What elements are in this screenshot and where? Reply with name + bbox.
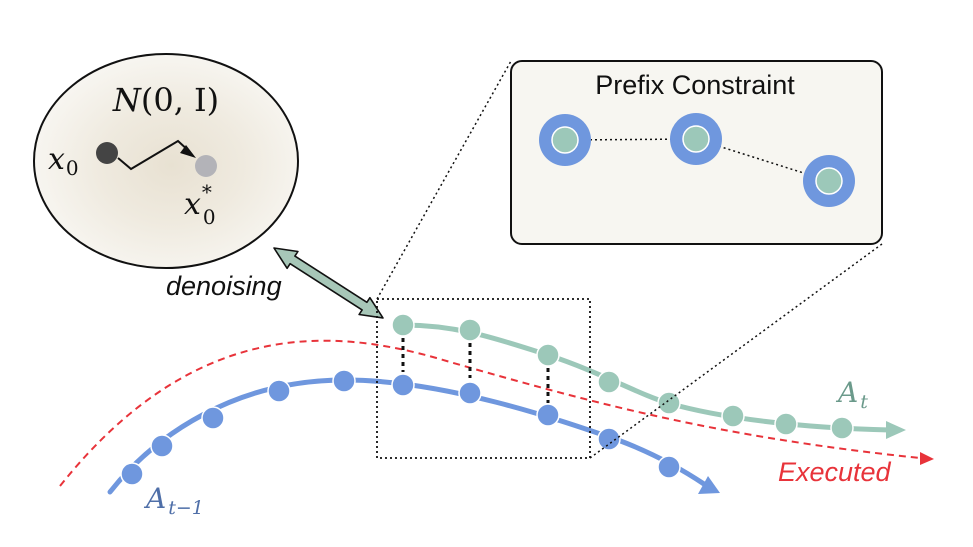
- prefix-node-inner: [682, 125, 710, 153]
- noise-ellipse: [33, 53, 299, 269]
- x0-star-label: x*0: [184, 180, 216, 229]
- a-t-point: [458, 318, 482, 342]
- x0-dot: [96, 142, 118, 164]
- a-t-minus-1-point: [458, 381, 482, 405]
- executed-label: Executed: [778, 457, 892, 487]
- a-t-minus-1-point: [150, 434, 174, 458]
- a-t-minus-1-point: [536, 403, 560, 427]
- a-t-minus-1-point: [657, 455, 681, 479]
- prefix-region-box: [376, 298, 591, 459]
- a-t-minus-1-point: [391, 373, 415, 397]
- a-t-point: [536, 343, 560, 367]
- a-t-point: [774, 412, 798, 436]
- a-t-point: [657, 391, 681, 415]
- prefix-node-inner: [551, 126, 579, 154]
- zoom-line-right: [589, 243, 883, 459]
- a-t-minus-1-curve: [107, 377, 707, 495]
- denoising-arrow: denoising: [166, 247, 384, 319]
- a-t-point: [597, 370, 621, 394]
- a-t-minus-1-point: [597, 427, 621, 451]
- a-t-minus-1-point: [120, 462, 144, 486]
- executed-curve: [59, 339, 921, 487]
- prefix-node: [539, 114, 591, 166]
- noise-panel: N(0, I) x0 x*0: [33, 53, 299, 269]
- x0-star-dot: [195, 155, 217, 177]
- a-t-points: [391, 313, 854, 440]
- a-t-arrowhead: [886, 421, 906, 439]
- a-t-minus-1-point: [267, 379, 291, 403]
- executed-arrowhead: [920, 452, 934, 465]
- denoise-path-arrowhead: [180, 145, 196, 158]
- prefix-constraint-panel: Prefix Constraint: [510, 60, 883, 245]
- denoising-label: denoising: [166, 271, 282, 301]
- a-t-point: [391, 313, 415, 337]
- zoom-line-left: [376, 60, 512, 300]
- prefix-node: [670, 113, 722, 165]
- a-t-minus-1-arrowhead: [698, 476, 720, 494]
- x0-label: x0: [48, 142, 79, 180]
- denoising-double-arrow: [273, 247, 384, 319]
- a-t-curve: [400, 322, 893, 433]
- prefix-correspondence-lines: [401, 338, 550, 403]
- a-t-minus-1-points: [120, 369, 681, 486]
- prefix-constraint-title: Prefix Constraint: [595, 70, 795, 100]
- a-t-minus-1-point: [201, 406, 225, 430]
- prefix-node-inner: [815, 167, 843, 195]
- a-t-minus-1-point: [332, 369, 356, 393]
- a-t-point: [830, 416, 854, 440]
- denoise-path: [117, 139, 191, 171]
- prefix-node: [803, 155, 855, 207]
- a-t-point: [721, 404, 745, 428]
- noise-distribution-label: N(0, I): [112, 81, 219, 119]
